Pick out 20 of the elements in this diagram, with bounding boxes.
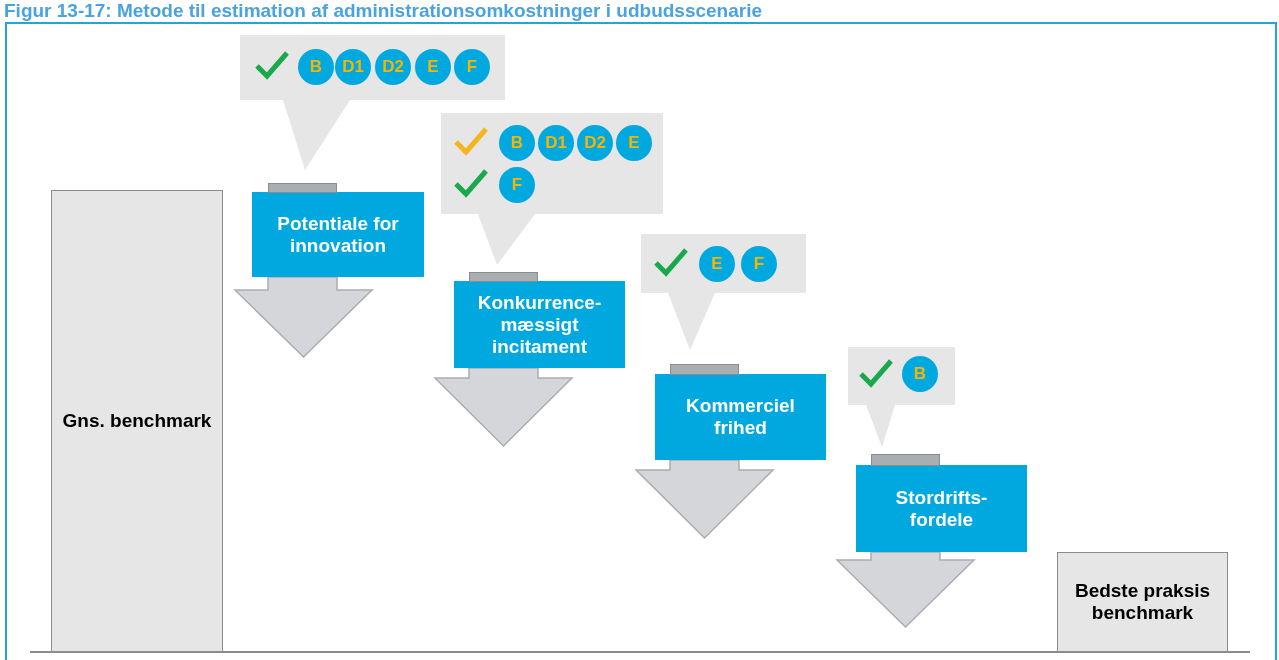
letter-badge: B <box>298 49 334 85</box>
factor-box: Kommerciel frihed <box>655 374 826 460</box>
letter-badge: D2 <box>375 49 411 85</box>
letter-badge: D2 <box>577 125 613 161</box>
factor-box: Potentiale for innovation <box>252 192 424 277</box>
figure-title: Figur 13-17: Metode til estimation af administrationsomkostninger i udbudsscenarie <box>4 0 763 22</box>
benchmark-bar: Gns. benchmark <box>51 190 223 652</box>
letter-badge: E <box>616 125 652 161</box>
letter-badge: E <box>699 246 735 282</box>
benchmark-bar: Bedste praksis benchmark <box>1057 552 1228 652</box>
letter-badge: D1 <box>335 49 371 85</box>
letter-badge: D1 <box>538 125 574 161</box>
letter-badge: F <box>741 246 777 282</box>
letter-badge: F <box>499 167 535 203</box>
letter-badge: B <box>902 356 938 392</box>
factor-box: Konkurrence- mæssigt incitament <box>454 281 625 368</box>
letter-badge: F <box>454 49 490 85</box>
letter-badge: E <box>415 49 451 85</box>
letter-badge: B <box>499 125 535 161</box>
factor-box: Stordrifts- fordele <box>856 465 1027 552</box>
